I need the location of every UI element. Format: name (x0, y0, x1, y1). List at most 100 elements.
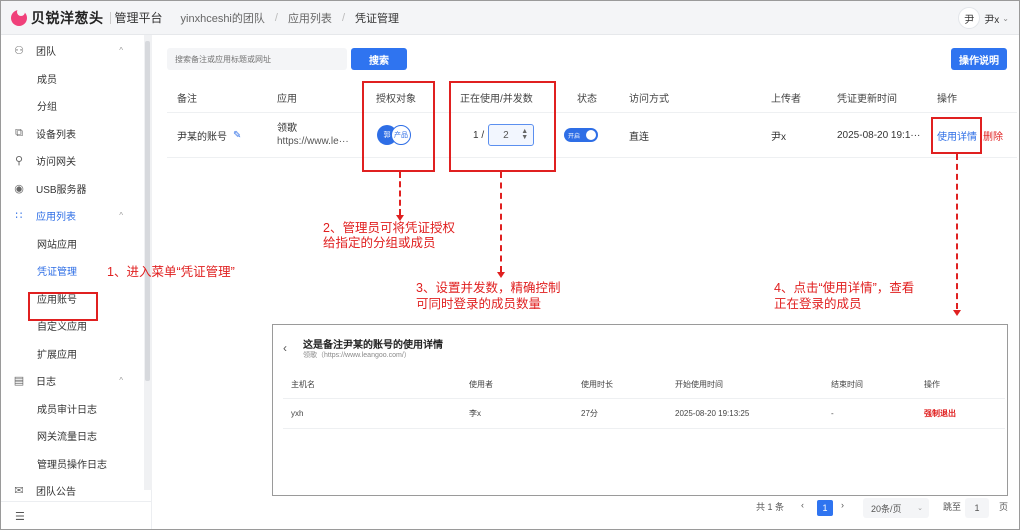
chevron-up-icon: ^ (119, 211, 123, 221)
sidebar-item-groups[interactable]: 分组 (1, 92, 141, 120)
sidebar-item-logs[interactable]: ▤ 日志 ^ (1, 367, 141, 395)
sidebar-item-app-accounts[interactable]: 应用账号 (1, 285, 141, 313)
user-menu[interactable]: 尹 尹x ⌄ (958, 7, 1009, 29)
sidebar-scrollbar[interactable] (144, 35, 152, 490)
delete-link[interactable]: 删除 (983, 131, 1003, 143)
search-button[interactable]: 搜索 (351, 48, 407, 70)
sidebar-item-label: 网关流量日志 (37, 432, 97, 444)
sidebar-item-label: 凭证管理 (37, 267, 77, 279)
scrollbar-thumb[interactable] (145, 41, 150, 381)
sidebar-item-label: 网站应用 (37, 239, 77, 251)
table-row: 尹某的账号 ✎ 领歌 https://www.le··· 郭 产品 1 / 2 … (167, 113, 1017, 158)
usage-detail-link[interactable]: 使用详情 (937, 131, 977, 143)
page-size-select[interactable]: 20条/页 ⌄ (863, 498, 929, 518)
detail-title: 这是备注尹某的账号的使用详情 (303, 340, 443, 351)
sidebar-item-gateway-traffic-log[interactable]: 网关流量日志 (1, 422, 141, 450)
auth-cell[interactable]: 郭 产品 (377, 113, 417, 157)
session-user: 李x (469, 409, 481, 418)
force-logout-link[interactable]: 强制退出 (924, 409, 956, 418)
sidebar-item-web-apps[interactable]: 网站应用 (1, 230, 141, 258)
sidebar-item-label: 团队 (36, 47, 56, 59)
chevron-up-icon: ^ (119, 376, 123, 386)
sidebar-item-label: 日志 (36, 377, 56, 389)
session-end: - (831, 409, 834, 418)
col-status: 状态 (577, 94, 597, 105)
sidebar-item-label: 应用账号 (37, 294, 77, 306)
sidebar-collapse[interactable]: ☰ (1, 501, 152, 529)
usb-icon: ◉ (14, 182, 24, 195)
search-input[interactable] (167, 48, 347, 70)
col-app: 应用 (277, 94, 297, 105)
edit-icon[interactable]: ✎ (233, 129, 242, 141)
team-icon: ⚇ (14, 45, 24, 58)
breadcrumb-app-list[interactable]: 应用列表 (287, 12, 332, 25)
back-icon[interactable]: ‹ (283, 341, 287, 355)
actions-cell: 使用详情 删除 (937, 113, 1003, 157)
apps-icon: ∷ (15, 210, 23, 223)
annotation-step-4-line1: 4、点击“使用详情”，查看 (774, 281, 915, 295)
col-updated: 凭证更新时间 (837, 94, 897, 105)
concurrency-cell: 1 / 2 ▲▼ (473, 113, 535, 157)
sidebar: ⚇ 团队 ^ 成员 分组 ⧉ 设备列表 ⚲ 访问网关 ◉ USB服务器 ∷ 应用… (1, 35, 152, 529)
annotation-step-4-line2: 正在登录的成员 (774, 297, 862, 311)
annotation-step-3-line1: 3、设置并发数，精确控制 (416, 281, 561, 295)
page-1-button[interactable]: 1 (817, 500, 833, 516)
session-duration: 27分 (581, 409, 598, 418)
logo[interactable]: 贝锐洋葱头 管理平台 (11, 7, 163, 28)
sidebar-item-members[interactable]: 成员 (1, 65, 141, 93)
sidebar-item-team[interactable]: ⚇ 团队 ^ (1, 37, 141, 65)
concurrency-value[interactable]: 2 (503, 129, 509, 141)
sidebar-item-extension-apps[interactable]: 扩展应用 (1, 340, 141, 368)
col-note: 备注 (177, 94, 197, 105)
help-button[interactable]: 操作说明 (951, 48, 1007, 70)
page-unit: 页 (999, 502, 1009, 512)
arrow-down-icon (396, 215, 404, 221)
annotation-step-2-line1: 2、管理员可将凭证授权 (323, 221, 455, 235)
sidebar-item-usb[interactable]: ◉ USB服务器 (1, 175, 141, 203)
next-page-button[interactable]: › (841, 500, 844, 510)
sidebar-item-credentials[interactable]: 凭证管理 (1, 257, 141, 285)
sidebar-item-label: 访问网关 (36, 157, 76, 169)
pagination-total: 共 1 条 (756, 502, 785, 512)
auth-group-chip[interactable]: 产品 (391, 125, 411, 145)
chevron-down-icon: ⌄ (917, 505, 923, 512)
log-icon: ▤ (13, 375, 25, 388)
breadcrumb-separator: / (341, 11, 345, 24)
annotation-arrow-2 (399, 172, 401, 215)
prev-page-button[interactable]: ‹ (801, 500, 804, 510)
col-start: 开始使用时间 (675, 380, 723, 389)
annotation-step-2-line2: 给指定的分组或成员 (323, 236, 436, 250)
status-toggle[interactable]: 开启 (564, 128, 598, 142)
sidebar-item-announcements[interactable]: ✉ 团队公告 (1, 477, 141, 505)
avatar[interactable]: 尹 (958, 7, 981, 29)
user-name[interactable]: 尹x (984, 14, 1000, 26)
sidebar-item-label: 团队公告 (36, 487, 76, 499)
jump-wrap: 1 (965, 498, 989, 518)
col-end: 结束时间 (831, 380, 863, 389)
breadcrumb-team[interactable]: yinxhceshi的团队 (180, 12, 265, 25)
sidebar-item-apps[interactable]: ∷ 应用列表 ^ (1, 202, 141, 230)
sidebar-item-label: 管理员操作日志 (37, 459, 107, 471)
stepper-arrows-icon[interactable]: ▲▼ (521, 128, 529, 141)
brand-name: 贝锐洋葱头 (31, 9, 104, 26)
collapse-menu-icon[interactable]: ☰ (15, 511, 25, 523)
sidebar-menu: ⚇ 团队 ^ 成员 分组 ⧉ 设备列表 ⚲ 访问网关 ◉ USB服务器 ∷ 应用… (1, 37, 141, 505)
breadcrumb: yinxhceshi的团队 / 应用列表 / 凭证管理 (181, 10, 399, 26)
highlight-box-auth (362, 81, 435, 172)
concurrency-stepper[interactable]: 2 ▲▼ (488, 124, 535, 146)
chevron-down-icon[interactable]: ⌄ (1002, 13, 1009, 23)
sidebar-item-custom-apps[interactable]: 自定义应用 (1, 312, 141, 340)
sidebar-item-label: 成员审计日志 (37, 404, 97, 416)
note-text: 尹某的账号 (177, 131, 227, 143)
jump-page-input[interactable]: 1 (965, 498, 989, 518)
detail-subtitle: 领歌（https://www.leangoo.com/） (303, 352, 411, 359)
col-actions: 操作 (937, 94, 957, 105)
col-concurrency: 正在使用/并发数 (460, 94, 533, 105)
sidebar-item-gateway[interactable]: ⚲ 访问网关 (1, 147, 141, 175)
sidebar-item-admin-op-log[interactable]: 管理员操作日志 (1, 450, 141, 478)
sidebar-item-label: USB服务器 (36, 184, 87, 196)
status-cell: 开启 (564, 113, 598, 157)
usage-detail-panel: ‹ 这是备注尹某的账号的使用详情 领歌（https://www.leangoo.… (272, 324, 1008, 496)
sidebar-item-devices[interactable]: ⧉ 设备列表 (1, 120, 141, 148)
sidebar-item-member-audit-log[interactable]: 成员审计日志 (1, 395, 141, 423)
